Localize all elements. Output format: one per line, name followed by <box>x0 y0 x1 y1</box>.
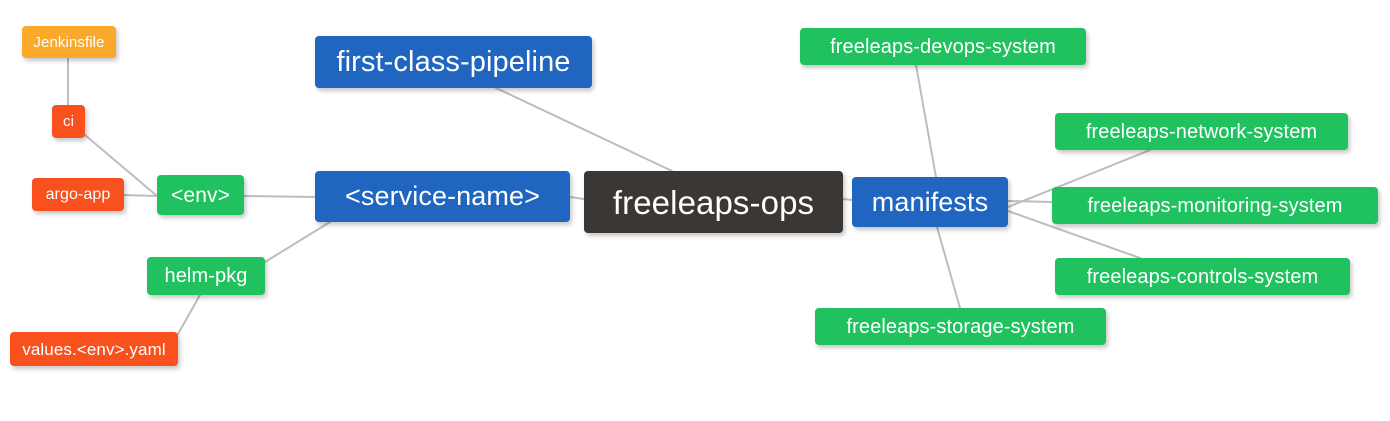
node-freeleaps-network-system[interactable]: freeleaps-network-system <box>1055 113 1348 150</box>
edge-freeleaps-ops-to-manifests <box>842 198 853 201</box>
node-label-service-name: <service-name> <box>345 181 540 211</box>
node-label-freeleaps-storage-system: freeleaps-storage-system <box>846 315 1075 338</box>
node-label-freeleaps-controls-system: freeleaps-controls-system <box>1086 265 1319 288</box>
node-freeleaps-controls-system[interactable]: freeleaps-controls-system <box>1055 258 1350 295</box>
edge-manifests-to-freeleaps-devops-system <box>915 64 937 178</box>
node-manifests[interactable]: manifests <box>852 177 1008 227</box>
edge-helm-pkg-to-service-name <box>264 221 331 263</box>
edge-service-name-to-freeleaps-ops <box>569 196 585 200</box>
edge-env-to-service-name <box>243 195 316 198</box>
edge-first-class-pipeline-to-freeleaps-ops <box>495 87 673 172</box>
node-values-env-yaml[interactable]: values.<env>.yaml <box>10 332 178 366</box>
edge-manifests-to-freeleaps-storage-system <box>936 226 961 309</box>
node-label-jenkinsfile: Jenkinsfile <box>33 33 105 51</box>
node-label-ci: ci <box>62 113 75 130</box>
node-freeleaps-devops-system[interactable]: freeleaps-devops-system <box>800 28 1086 65</box>
node-label-freeleaps-devops-system: freeleaps-devops-system <box>830 35 1056 58</box>
node-env[interactable]: <env> <box>157 175 244 215</box>
node-label-first-class-pipeline: first-class-pipeline <box>336 45 571 78</box>
node-label-argo-app: argo-app <box>45 185 111 203</box>
node-argo-app[interactable]: argo-app <box>32 178 124 211</box>
node-label-freeleaps-network-system: freeleaps-network-system <box>1085 120 1318 143</box>
node-freeleaps-ops[interactable]: freeleaps-ops <box>584 171 843 233</box>
edge-manifests-to-freeleaps-monitoring-system <box>1007 200 1053 203</box>
node-jenkinsfile[interactable]: Jenkinsfile <box>22 26 116 58</box>
node-freeleaps-monitoring-system[interactable]: freeleaps-monitoring-system <box>1052 187 1378 224</box>
node-label-freeleaps-monitoring-system: freeleaps-monitoring-system <box>1087 194 1343 217</box>
edge-values-env-yaml-to-helm-pkg <box>177 294 201 335</box>
node-label-manifests: manifests <box>871 186 989 217</box>
node-ci[interactable]: ci <box>52 105 85 138</box>
node-service-name[interactable]: <service-name> <box>315 171 570 222</box>
node-label-helm-pkg: helm-pkg <box>164 265 248 287</box>
node-label-values-env-yaml: values.<env>.yaml <box>22 339 166 359</box>
node-label-freeleaps-ops: freeleaps-ops <box>612 183 815 221</box>
node-label-env: <env> <box>171 183 230 207</box>
node-freeleaps-storage-system[interactable]: freeleaps-storage-system <box>815 308 1106 345</box>
edge-argo-app-to-env <box>123 194 158 197</box>
node-helm-pkg[interactable]: helm-pkg <box>147 257 265 295</box>
node-first-class-pipeline[interactable]: first-class-pipeline <box>315 36 592 88</box>
